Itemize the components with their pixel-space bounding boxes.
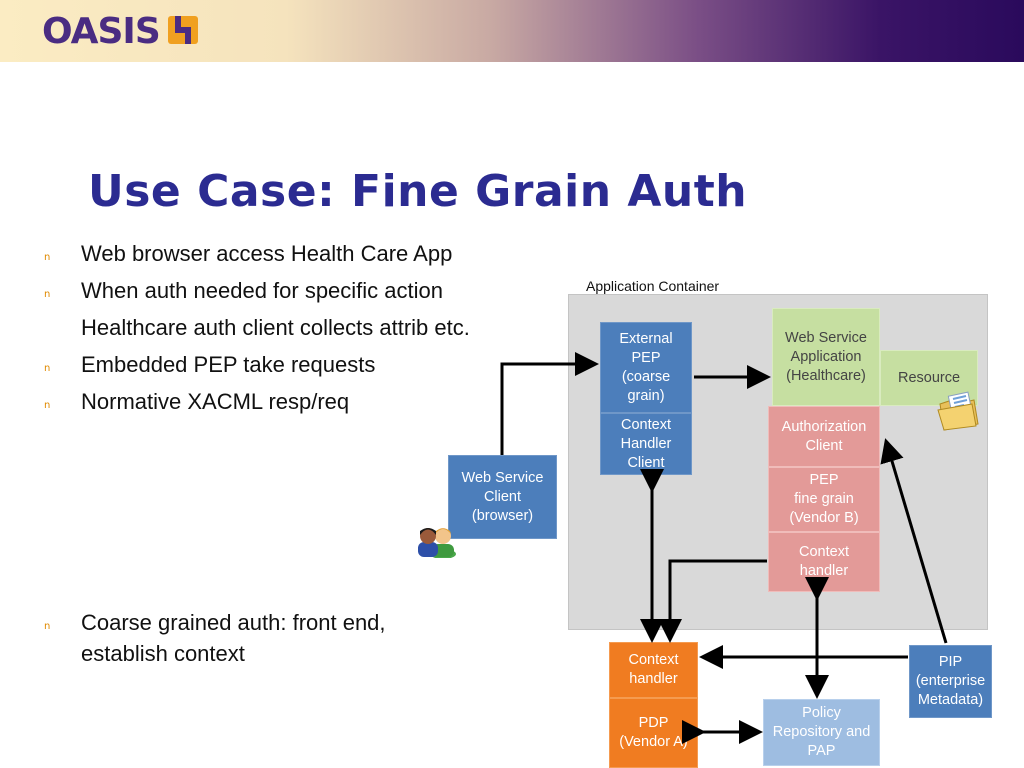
bullet-text: When auth needed for specific action xyxy=(81,278,444,303)
web-service-application-box: Web Service Application (Healthcare) xyxy=(772,308,880,406)
context-handler-client-box: Context Handler Client xyxy=(600,413,692,475)
context-handler-outer-box: Context handler xyxy=(609,642,698,698)
bullet-marker: n xyxy=(44,289,51,300)
bullet-text: Web browser access Health Care App xyxy=(81,241,453,266)
arrow-pip-to-authz xyxy=(880,438,948,644)
bullet-text: establish context xyxy=(81,641,245,666)
bullet-text: Normative XACML resp/req xyxy=(81,389,350,414)
bullet-marker: n xyxy=(44,400,51,411)
pep-fine-grain-box: PEP fine grain (Vendor B) xyxy=(768,467,880,532)
folder-icon xyxy=(936,390,980,437)
external-pep-box: External PEP (coarse grain) xyxy=(600,322,692,413)
oasis-logo: OASIS xyxy=(42,12,200,52)
bullet-marker: n xyxy=(44,363,51,374)
header-bar: OASIS xyxy=(0,0,1024,62)
bullet-text: Healthcare auth client collects attrib e… xyxy=(81,315,470,340)
web-service-client-box: Web Service Client (browser) xyxy=(448,455,557,539)
pip-box: PIP (enterprise Metadata) xyxy=(909,645,992,718)
bullet-marker: n xyxy=(44,252,51,263)
bullet-text: Coarse grained auth: front end, xyxy=(81,610,386,635)
authorization-client-box: Authorization Client xyxy=(768,406,880,467)
bullet-text: Embedded PEP take requests xyxy=(81,352,376,377)
logo-mark-icon xyxy=(166,14,200,51)
users-icon xyxy=(416,522,462,563)
policy-repository-box: Policy Repository and PAP xyxy=(763,699,880,766)
bullet-marker: n xyxy=(44,621,51,632)
arrow-client-to-pep xyxy=(500,352,599,455)
context-handler-inner-box: Context handler xyxy=(768,532,880,592)
application-container-label: Application Container xyxy=(586,278,720,294)
slide-title: Use Case: Fine Grain Auth xyxy=(88,166,748,217)
arrow-inner-to-outer xyxy=(658,559,767,643)
logo-text: OASIS xyxy=(42,11,161,52)
